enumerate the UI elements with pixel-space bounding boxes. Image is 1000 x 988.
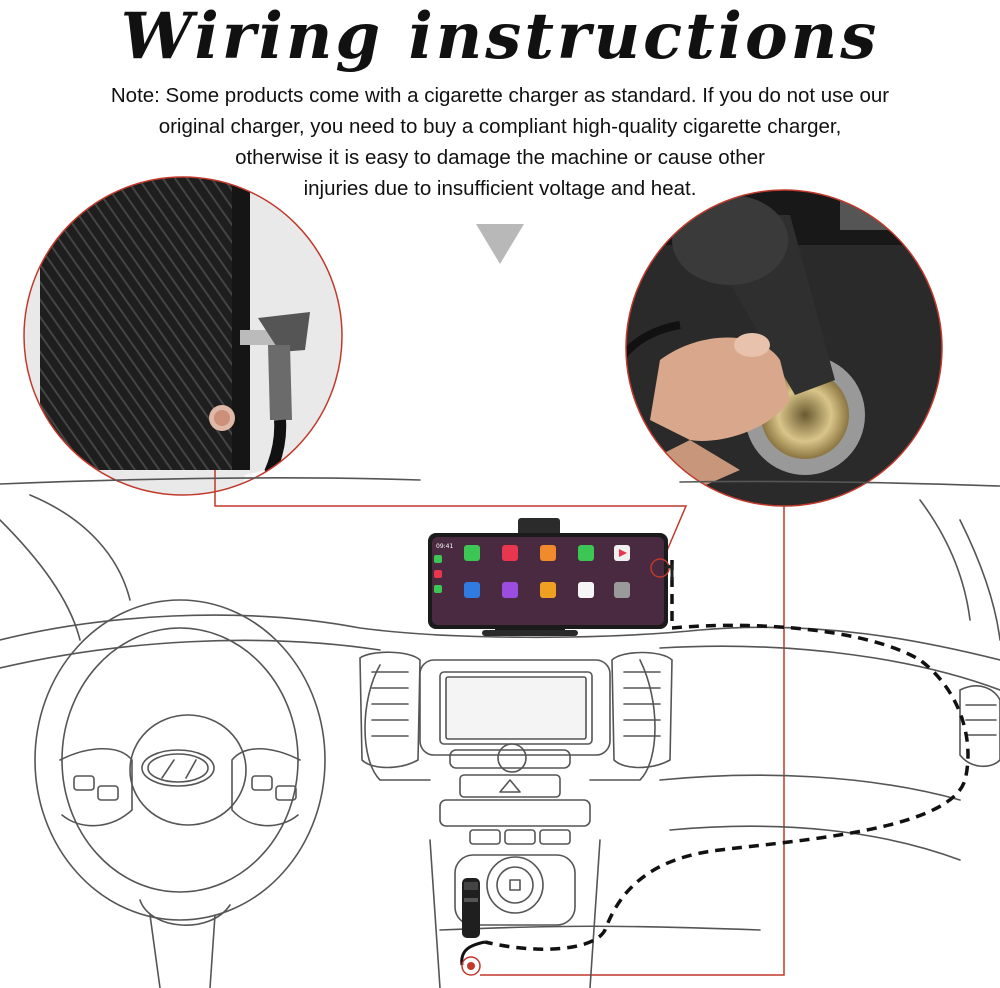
cigarette-socket-closeup bbox=[626, 190, 942, 506]
callout-circle-left bbox=[23, 176, 343, 496]
down-triangle-arrow-icon bbox=[476, 224, 524, 264]
page-title: Wiring instructions bbox=[120, 0, 880, 74]
carplay-device: 09:41 bbox=[428, 518, 674, 636]
cable-solid-end bbox=[460, 940, 486, 966]
device-port-closeup bbox=[24, 177, 342, 495]
cigarette-charger bbox=[461, 878, 481, 976]
callout-lines bbox=[214, 470, 785, 976]
device-clock: 09:41 bbox=[436, 543, 453, 550]
cable-route-dashed bbox=[484, 560, 970, 951]
note-text: Note: Some products come with a cigarett… bbox=[40, 80, 960, 204]
car-interior-lineart bbox=[0, 477, 1000, 988]
note-line: otherwise it is easy to damage the machi… bbox=[235, 146, 765, 169]
note-line: original charger, you need to buy a comp… bbox=[158, 115, 842, 138]
hyundai-logo-icon bbox=[147, 753, 209, 783]
note-line: injuries due to insufficient voltage and… bbox=[303, 177, 697, 200]
note-line: Note: Some products come with a cigarett… bbox=[110, 84, 890, 107]
